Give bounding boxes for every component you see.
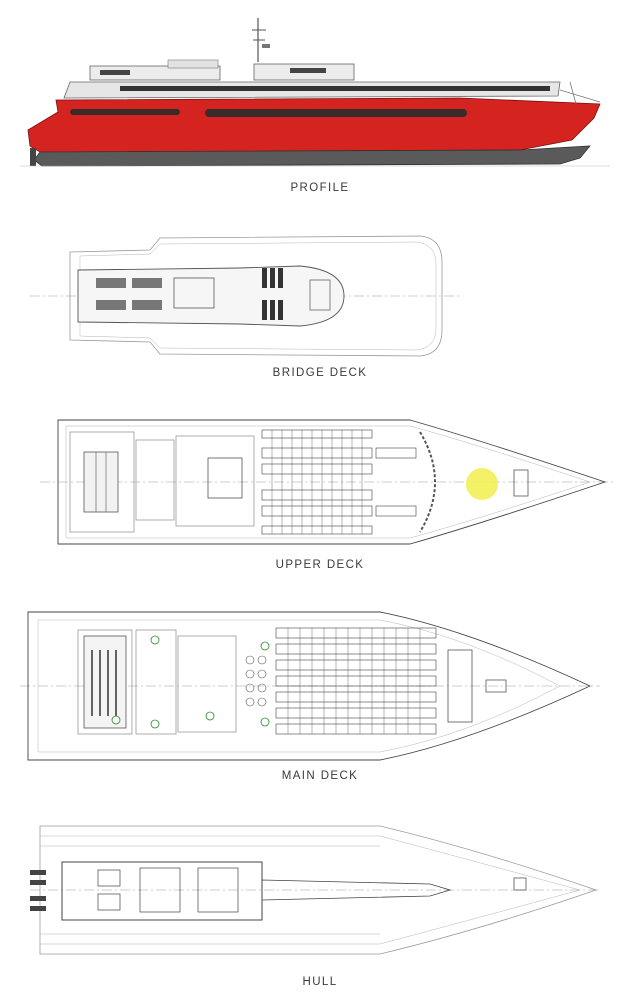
profile-caption: PROFILE — [290, 182, 350, 194]
hull-caption: HULL — [302, 976, 338, 988]
window-band — [205, 109, 467, 117]
hull-plan — [30, 825, 600, 955]
upper-deck-outline — [57, 419, 607, 545]
profile-view — [20, 18, 610, 167]
main-deck-caption: MAIN DECK — [281, 770, 359, 782]
hull-outline — [39, 825, 598, 955]
upper-deck-seating — [261, 429, 417, 535]
red-hull — [27, 97, 601, 153]
bridge-superstructure — [77, 265, 345, 327]
main-deck-seating — [275, 627, 437, 735]
bridge-deck-plan — [30, 235, 460, 357]
main-deck-plan — [20, 611, 600, 761]
upper-deck-caption: UPPER DECK — [275, 559, 365, 571]
highlight-marker — [466, 468, 498, 500]
main-deck-outline — [27, 611, 592, 761]
bridge-deck-caption: BRIDGE DECK — [272, 367, 368, 379]
upper-deck-plan — [40, 419, 615, 545]
top-deckhouse — [89, 65, 221, 81]
